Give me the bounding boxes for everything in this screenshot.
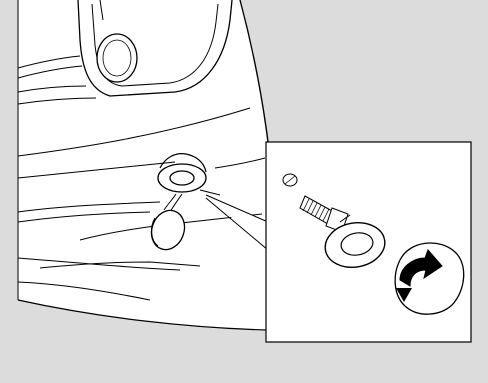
rotation-arrow-icon [395,243,464,314]
headlight-icon [97,34,137,82]
screw-cap-icon [283,174,297,186]
